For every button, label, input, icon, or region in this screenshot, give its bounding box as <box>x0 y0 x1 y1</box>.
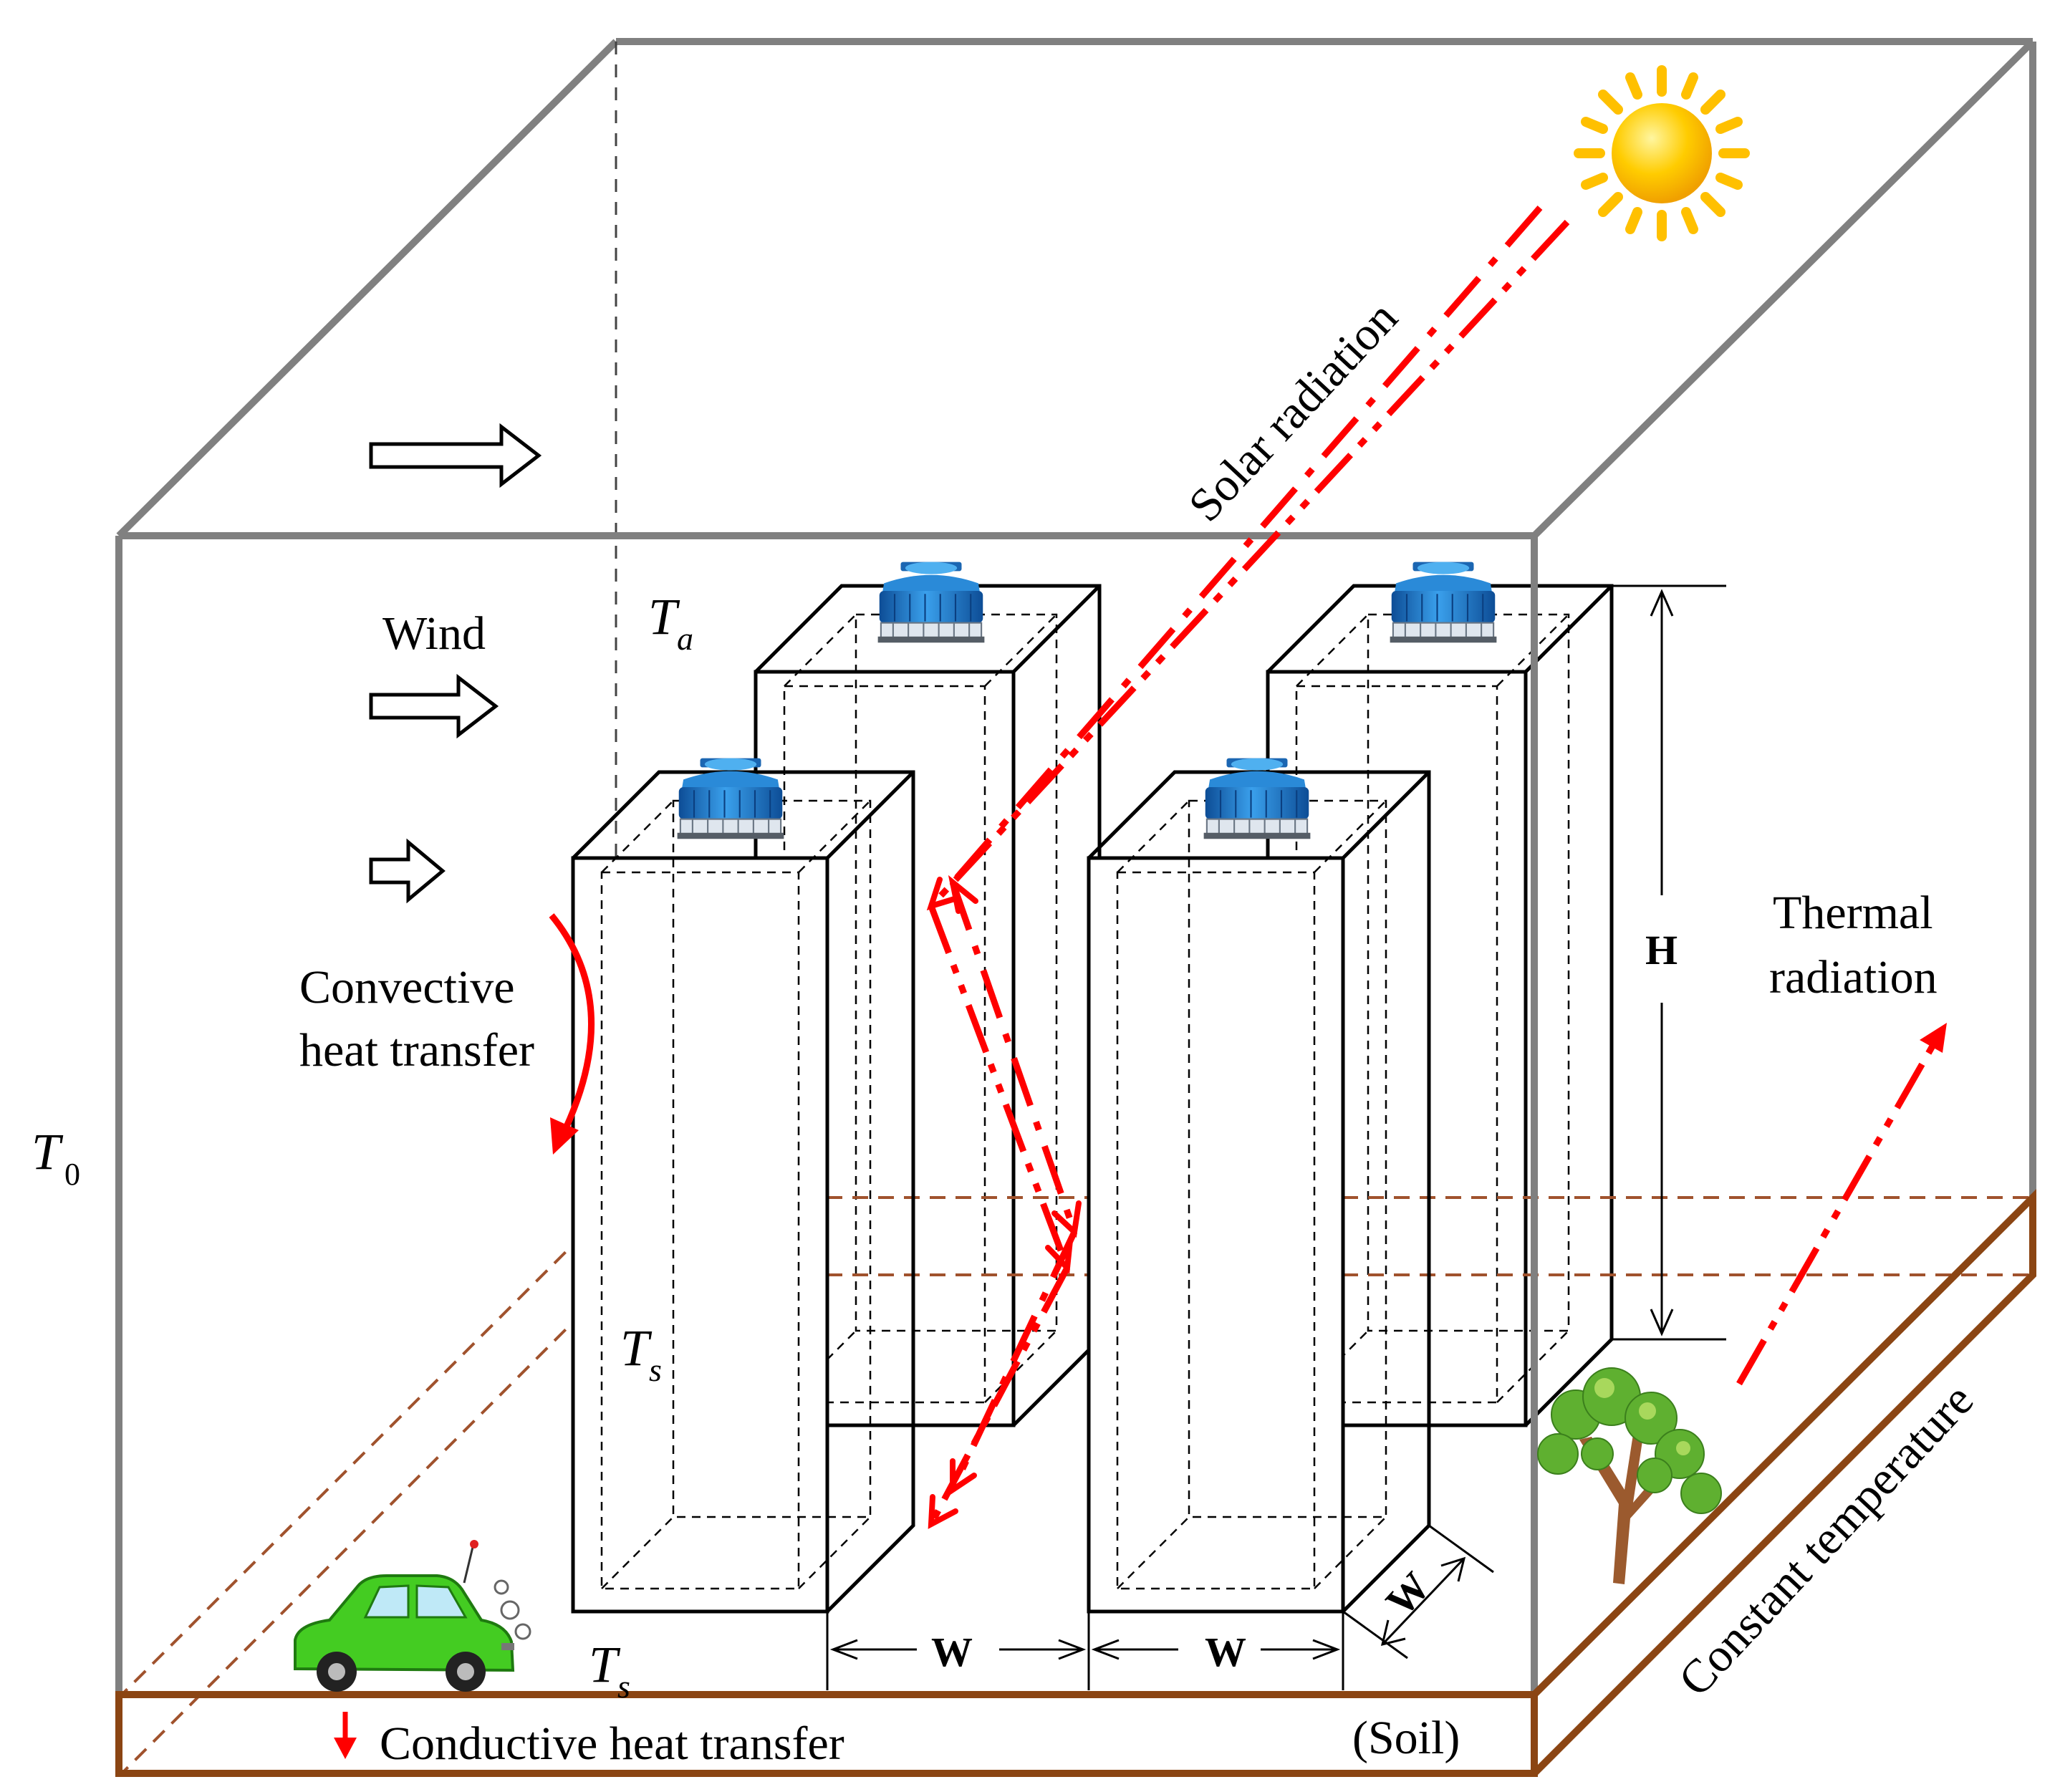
ground-surface-temperature-label: Ts <box>589 1636 630 1705</box>
arrow-head <box>550 1117 579 1155</box>
soil-slab <box>115 1188 2036 1777</box>
width-label: W <box>1377 1563 1439 1625</box>
sun-icon <box>1574 65 1750 241</box>
cooling-tower-icon <box>877 561 986 644</box>
cooling-tower-icon <box>1389 561 1498 644</box>
arrow-head <box>1920 1023 1947 1053</box>
building-front-right <box>1087 770 1431 1614</box>
tree-icon <box>1537 1367 1722 1584</box>
domain-box-back <box>116 38 2036 1198</box>
thermal-radiation-label-line1: Thermal <box>1773 887 1933 939</box>
arrow-head <box>334 1738 357 1759</box>
arrow-head <box>926 875 1082 1529</box>
width-label: W <box>931 1629 973 1675</box>
wind-label: Wind <box>382 607 486 660</box>
surface-temperature-label: Ts <box>620 1319 662 1388</box>
domain-box-front <box>115 532 1538 1695</box>
thermal-radiation-arrow <box>1736 1036 1940 1386</box>
convective-arrow <box>549 913 595 1129</box>
convective-label-line2: heat transfer <box>299 1024 534 1076</box>
width-label: W <box>1205 1629 1246 1675</box>
wind-arrow-icon <box>369 423 542 904</box>
ambient-temperature-label: Ta <box>648 588 693 657</box>
dimension-height <box>1612 584 1726 1341</box>
soil-label: (Soil) <box>1352 1712 1460 1764</box>
conductive-label: Conductive heat transfer <box>380 1718 844 1770</box>
constant-temperature-label: Constant temperature <box>1669 1374 1984 1706</box>
convective-label-line1: Convective <box>299 961 515 1013</box>
car-icon <box>294 1540 531 1692</box>
thermal-radiation-label-line2: radiation <box>1769 951 1938 1003</box>
dimension-width <box>826 1524 1494 1690</box>
height-label: H <box>1645 927 1678 973</box>
